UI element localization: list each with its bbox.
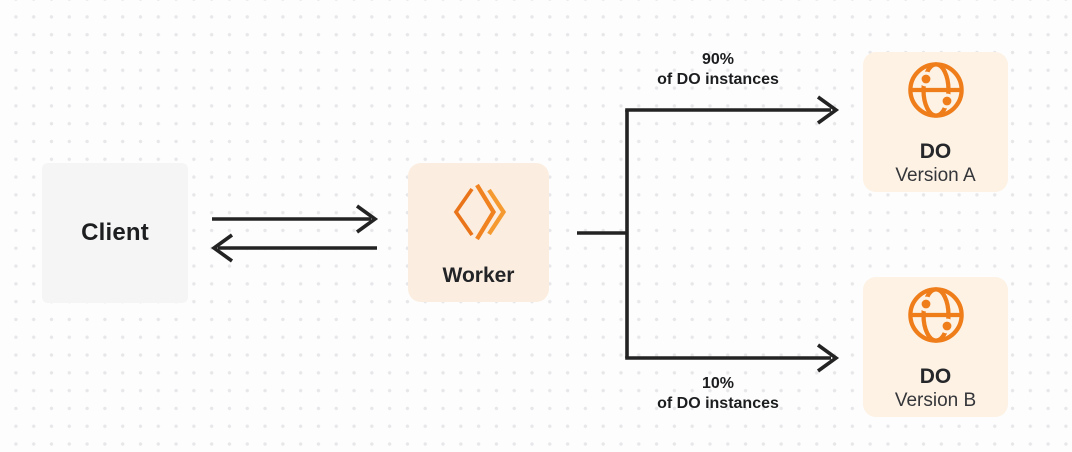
branch-percent: 10% xyxy=(701,375,735,392)
do-a-title: DO xyxy=(919,140,952,163)
branch-label-90: 90% of DO instances xyxy=(608,50,828,90)
cloudflare-workers-icon xyxy=(453,183,506,241)
do-b-subtitle: Version B xyxy=(894,390,977,411)
worker-label: Worker xyxy=(442,264,515,287)
do-version-b-node: DO Version B xyxy=(863,277,1008,417)
client-label: Client xyxy=(81,219,149,246)
branch-arrow-top xyxy=(625,95,840,125)
branch-percent: 90% xyxy=(701,51,735,68)
branch-caption: of DO instances xyxy=(657,395,779,412)
do-b-title: DO xyxy=(919,365,952,388)
do-a-subtitle: Version A xyxy=(895,165,976,186)
do-version-a-node: DO Version A xyxy=(863,52,1008,192)
branch-label-10: 10% of DO instances xyxy=(608,374,828,414)
worker-branch-trunk xyxy=(577,110,629,358)
branch-caption: of DO instances xyxy=(657,71,779,88)
durable-object-globe-icon xyxy=(907,62,964,118)
client-to-worker-arrow xyxy=(212,204,379,234)
worker-to-client-arrow xyxy=(210,233,377,263)
client-node: Client xyxy=(42,163,188,303)
branch-arrow-bottom xyxy=(625,343,840,373)
durable-object-globe-icon xyxy=(907,287,964,343)
worker-node: Worker xyxy=(408,163,549,302)
